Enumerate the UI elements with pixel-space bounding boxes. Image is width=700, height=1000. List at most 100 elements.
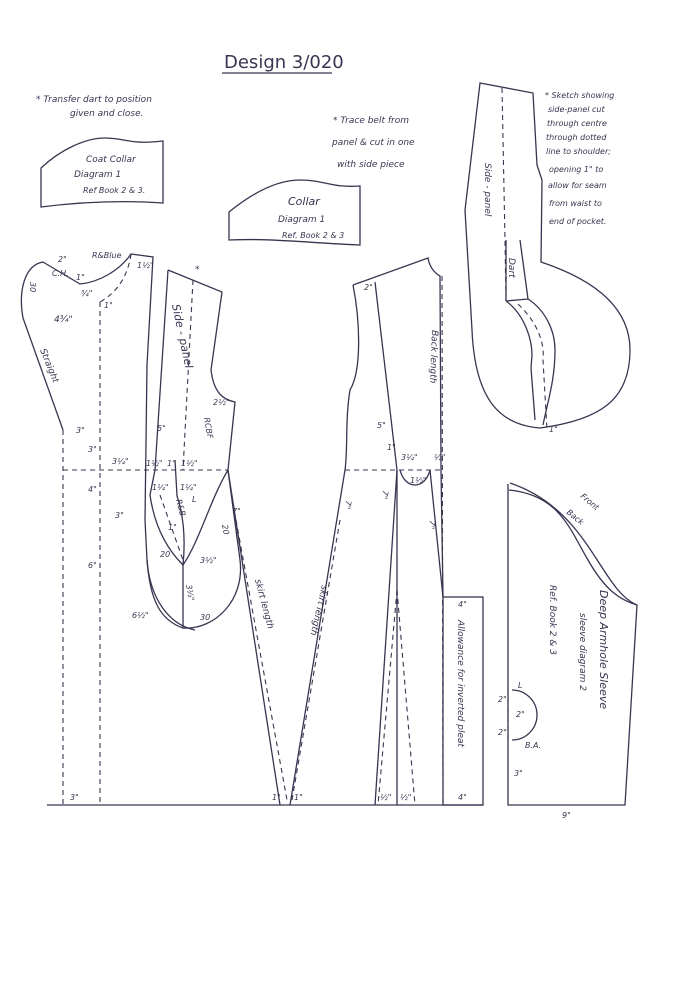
piece-label: Coat Collar <box>86 155 137 165</box>
measure-label: 4" <box>88 485 97 494</box>
sleeve-piece: Front Back Deep Armhole Sleeve sleeve di… <box>498 482 638 820</box>
piece-label: Ref. Book 2 & 3 <box>282 231 344 240</box>
measure-label: 2" <box>364 283 373 292</box>
measure-label: 2½" <box>213 398 230 407</box>
front-label: Front <box>579 492 602 513</box>
skirt-length-label: skirt length <box>307 584 328 636</box>
measure-label: 1½" <box>181 459 198 468</box>
note-line: line to shoulder; <box>546 147 611 156</box>
measure-label: 1½" <box>137 261 154 270</box>
skirt-length-label: skirt length <box>252 578 275 630</box>
skirt-and-back: skirt length skirt length 1" 1" 7" 7" 7"… <box>227 257 484 806</box>
piece-label: Ref Book 2 & 3. <box>83 186 145 195</box>
note-transfer-dart: * Transfer dart to position given and cl… <box>36 95 152 119</box>
measure-label: 1¼" <box>180 483 197 492</box>
measure-label: 20 <box>220 524 231 536</box>
measure-label: 9" <box>562 811 571 820</box>
measure-label: 7" <box>427 520 437 530</box>
asterisk-mark: * <box>195 265 200 275</box>
measure-label: C.H. <box>52 269 69 278</box>
coat-collar-piece: Coat Collar Diagram 1 Ref Book 2 & 3. <box>40 137 164 208</box>
sketch-label: Side - panel <box>482 163 492 217</box>
piece-label: Diagram 1 <box>278 215 325 225</box>
sleeve-ref: Ref. Book 2 & 3 <box>547 585 557 655</box>
note-line: allow for seam <box>548 181 607 190</box>
measure-label: 1½" <box>410 476 427 485</box>
pleat-allowance-label: Allowance for inverted pleat <box>455 619 465 747</box>
measure-label: 3" <box>115 511 124 520</box>
measure-label: B.A. <box>525 741 541 750</box>
measure-label: 4" <box>458 793 467 802</box>
measure-label: 3½" <box>184 584 196 602</box>
sketch-label: 1" <box>549 425 558 434</box>
note-line: from waist to <box>549 199 602 208</box>
measure-label: 1½" <box>146 459 163 468</box>
front-bodice: 2" R&Blue 1½" C.H. 30 1" ¾" 1" 4¾" Strai… <box>20 251 483 806</box>
note-line: panel & cut in one <box>331 138 415 148</box>
sleeve-title: Deep Armhole Sleeve <box>597 590 610 709</box>
side-panel-label: Side - panel <box>169 303 195 370</box>
design-title: Design 3/020 <box>224 52 344 73</box>
measure-label: 2" <box>58 255 67 264</box>
measure-label: 3¼" <box>112 457 129 466</box>
measure-label: 1" <box>104 301 113 310</box>
measure-label: 3" <box>88 445 97 454</box>
note-line: end of pocket. <box>549 217 606 226</box>
side-panel-sketch: Side - panel Dart 1" <box>464 82 631 434</box>
measure-label: 1¼" <box>152 483 169 492</box>
note-line: * Transfer dart to position <box>36 95 152 105</box>
measure-label: 3" <box>514 769 523 778</box>
note-line: with side piece <box>337 160 405 170</box>
measure-label: 1" <box>167 459 176 468</box>
piece-label: Diagram 1 <box>74 170 121 180</box>
measure-label: 2" <box>516 710 525 719</box>
piece-label: Collar <box>288 195 321 208</box>
measure-label: ½" <box>434 453 445 462</box>
measure-label: 7" <box>343 500 353 510</box>
measure-label: 5" <box>157 424 166 433</box>
measure-label: 3¼" <box>401 453 418 462</box>
measure-label: 7" <box>380 490 390 500</box>
measure-label: 30 <box>28 282 37 292</box>
measure-label: 6" <box>88 561 97 570</box>
measure-label: RCBF <box>202 417 215 440</box>
measure-label: R&B <box>174 498 187 517</box>
note-line: through dotted <box>546 133 607 142</box>
measure-label: 1" <box>387 443 396 452</box>
sleeve-subtitle: sleeve diagram 2 <box>577 613 587 691</box>
measure-label: 3" <box>76 426 85 435</box>
measure-label: 20 <box>160 550 170 559</box>
measure-label: 4" <box>458 600 467 609</box>
measure-label: 4¾" <box>54 315 73 325</box>
note-line: * Sketch showing <box>545 91 614 100</box>
collar-piece: Collar Diagram 1 Ref. Book 2 & 3 <box>228 179 361 246</box>
measure-label: 1" <box>76 273 85 282</box>
sketch-label: Dart <box>506 258 516 278</box>
note-line: opening 1" to <box>549 165 603 174</box>
note-sketch: * Sketch showing side-panel cut through … <box>545 91 614 226</box>
measure-label: 5" <box>377 421 386 430</box>
measure-label: R&Blue <box>92 251 122 260</box>
measure-label: 3½" <box>200 556 217 565</box>
measure-label: 1" <box>272 793 281 802</box>
note-line: given and close. <box>70 109 143 119</box>
measure-label: ½" <box>400 793 411 802</box>
measure-label: 2" <box>498 695 507 704</box>
measure-label: ¾" <box>81 289 92 298</box>
note-line: side-panel cut <box>548 105 605 114</box>
back-length-label: Back length <box>427 330 439 384</box>
measure-label: 1" <box>168 523 177 532</box>
side-panel: Side - panel 2½" RCBF 5" 1½" 1" 1½" 1¼" … <box>146 265 242 629</box>
measure-label: 30 <box>200 613 210 622</box>
measure-label: 2" <box>498 728 507 737</box>
note-line: * Trace belt from <box>333 116 409 126</box>
measure-label: 6½" <box>132 611 149 620</box>
measure-label: ½" <box>380 793 391 802</box>
measure-label: 1" <box>294 793 303 802</box>
measure-label: L <box>192 495 196 504</box>
measure-label: L <box>518 681 522 690</box>
measure-label: 7" <box>232 507 241 516</box>
measure-label: 3" <box>70 793 79 802</box>
note-trace-belt: * Trace belt from panel & cut in one wit… <box>331 116 415 170</box>
